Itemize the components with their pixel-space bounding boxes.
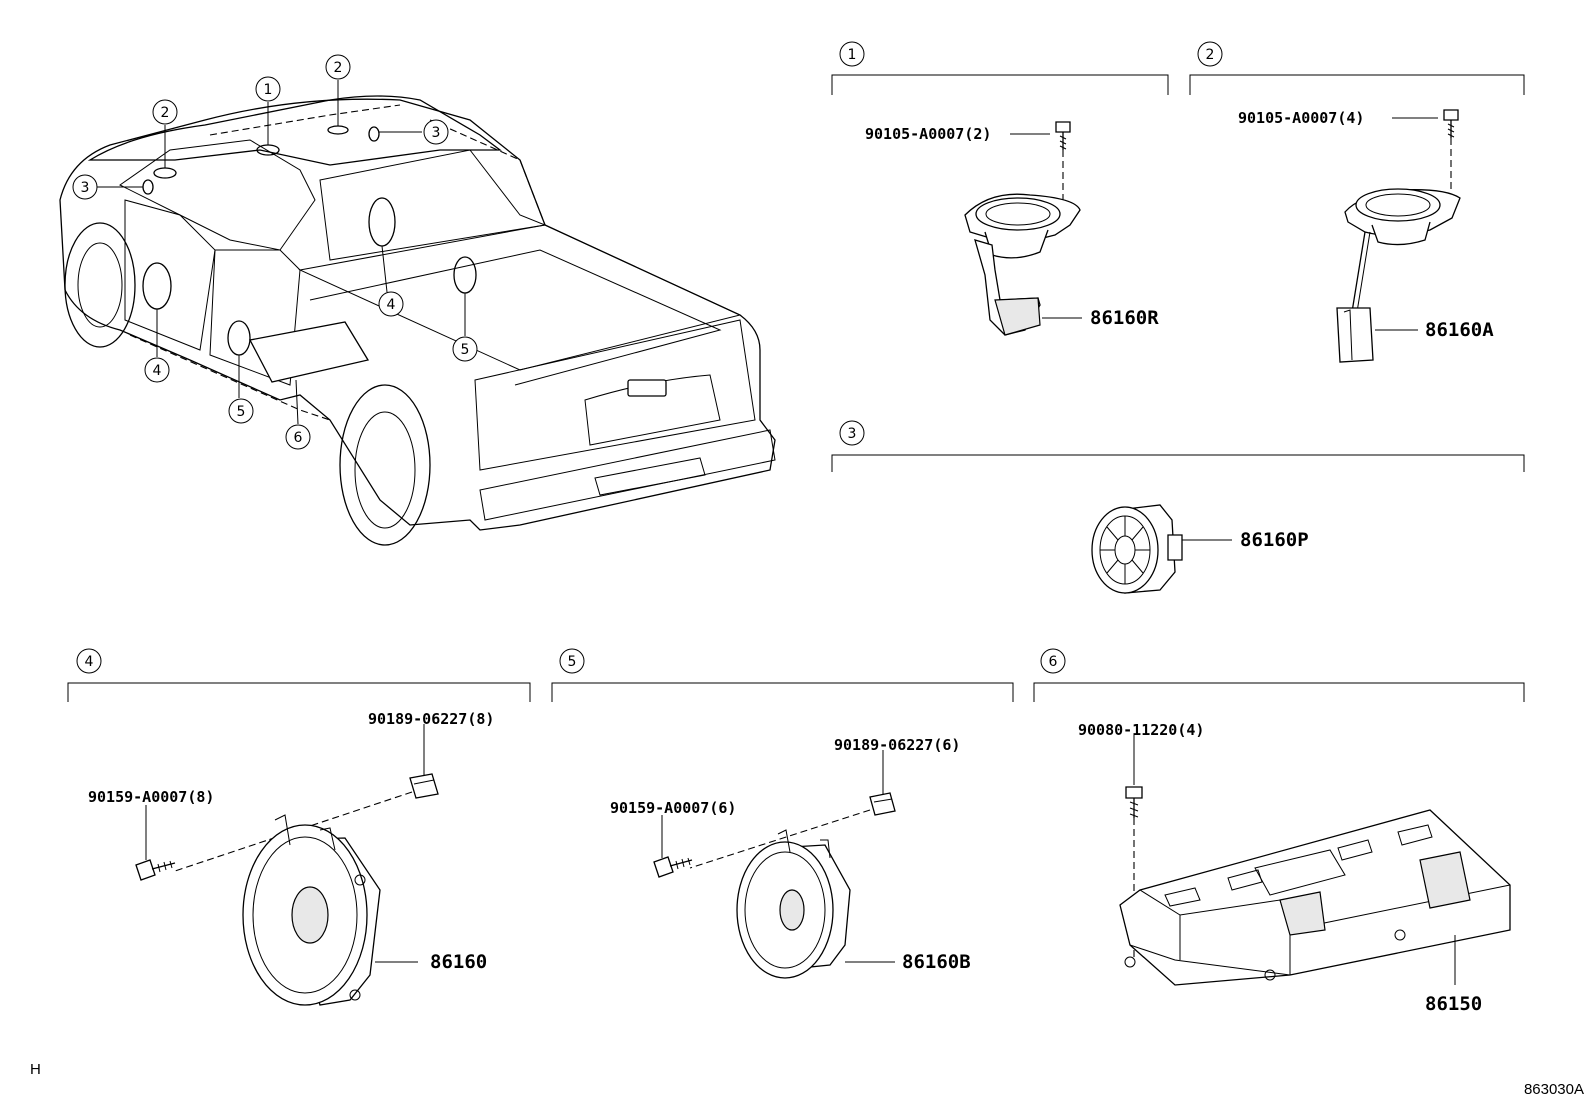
truck-callout-2a: 2 xyxy=(334,60,343,76)
truck-callout-4a: 4 xyxy=(387,297,396,313)
section-1-label: 1 xyxy=(848,47,857,63)
section-4-speaker xyxy=(135,724,439,1006)
part-86160p: 86160P xyxy=(1240,529,1309,551)
truck-callout-6: 6 xyxy=(294,430,303,446)
figure-code: 863030A xyxy=(1524,1081,1584,1098)
part-86160a: 86160A xyxy=(1425,319,1494,341)
section-5-label: 5 xyxy=(568,654,577,670)
part-90105-a0007-4: 90105-A0007(4) xyxy=(1238,109,1364,127)
part-90159-a0007-6: 90159-A0007(6) xyxy=(610,799,736,817)
part-90159-a0007-8: 90159-A0007(8) xyxy=(88,788,214,806)
corner-mark: H xyxy=(30,1061,41,1078)
part-86160r: 86160R xyxy=(1090,307,1159,329)
section-brackets xyxy=(67,74,1525,702)
truck-callouts xyxy=(72,54,478,450)
truck-callout-4b: 4 xyxy=(153,363,162,379)
truck-callout-5b: 5 xyxy=(237,404,246,420)
section-4-label: 4 xyxy=(85,654,94,670)
part-86150: 86150 xyxy=(1425,993,1482,1015)
truck-callout-2b: 2 xyxy=(161,105,170,121)
part-86160b: 86160B xyxy=(902,951,971,973)
part-86160: 86160 xyxy=(430,951,487,973)
part-90105-a0007-2: 90105-A0007(2) xyxy=(865,125,991,143)
section-2-label: 2 xyxy=(1206,47,1215,63)
truck-callout-labels: 1 2 2 3 3 4 4 5 5 6 xyxy=(81,60,470,446)
section-5-speaker xyxy=(653,750,896,979)
truck-illustration xyxy=(59,80,776,546)
section-3-label: 3 xyxy=(848,426,857,442)
truck-callout-1: 1 xyxy=(264,82,273,98)
section-6-amplifier xyxy=(1119,735,1511,986)
part-90080-11220-4: 90080-11220(4) xyxy=(1078,721,1204,739)
section-6-label: 6 xyxy=(1049,654,1058,670)
section-callouts xyxy=(76,41,1223,674)
part-90189-06227-8: 90189-06227(8) xyxy=(368,710,494,728)
section-2-tweeter xyxy=(1336,109,1461,363)
part-90189-06227-6: 90189-06227(6) xyxy=(834,736,960,754)
truck-callout-3b: 3 xyxy=(81,180,90,196)
section-3-tweeter xyxy=(1091,504,1232,594)
truck-callout-3a: 3 xyxy=(432,125,441,141)
section-1-tweeter xyxy=(964,121,1082,336)
truck-callout-5a: 5 xyxy=(461,342,470,358)
